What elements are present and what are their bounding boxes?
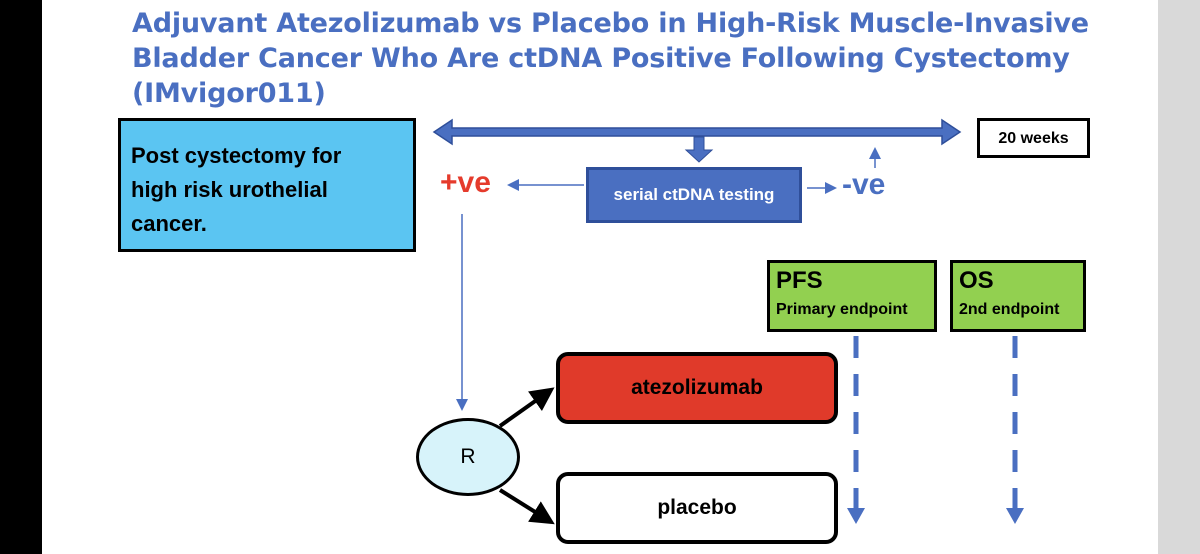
atezolizumab-arm-box: atezolizumab (556, 352, 838, 424)
timeline-double-arrow (432, 118, 962, 146)
os-arrowhead (1006, 508, 1024, 524)
ctdna-testing-box: serial ctDNA testing (586, 167, 802, 223)
placebo-arm-box: placebo (556, 472, 838, 544)
post-cystectomy-box: Post cystectomy for high risk urothelial… (118, 118, 416, 252)
arrow-to-placebo (498, 488, 555, 525)
timeline-label-box: 20 weeks (977, 118, 1090, 158)
slide: Adjuvant Atezolizumab vs Placebo in High… (42, 0, 1158, 554)
slide-title: Adjuvant Atezolizumab vs Placebo in High… (132, 8, 1089, 109)
negative-result-label: -ve (842, 168, 886, 201)
pfs-arrowhead (847, 508, 865, 524)
right-scroll-strip (1158, 0, 1200, 554)
flow-arrows (432, 118, 1024, 525)
primary-endpoint-description: Primary endpoint (776, 301, 908, 318)
secondary-endpoint-box: OS 2nd endpoint (950, 260, 1086, 332)
secondary-endpoint-name: OS (959, 267, 994, 294)
primary-endpoint-box: PFS Primary endpoint (767, 260, 937, 332)
randomization-circle: R (416, 418, 520, 496)
down-arrow-to-testing (684, 136, 714, 163)
primary-endpoint-name: PFS (776, 267, 823, 294)
positive-result-label: +ve (440, 166, 491, 199)
arrow-to-atezolizumab (498, 387, 555, 428)
secondary-endpoint-description: 2nd endpoint (959, 301, 1060, 318)
